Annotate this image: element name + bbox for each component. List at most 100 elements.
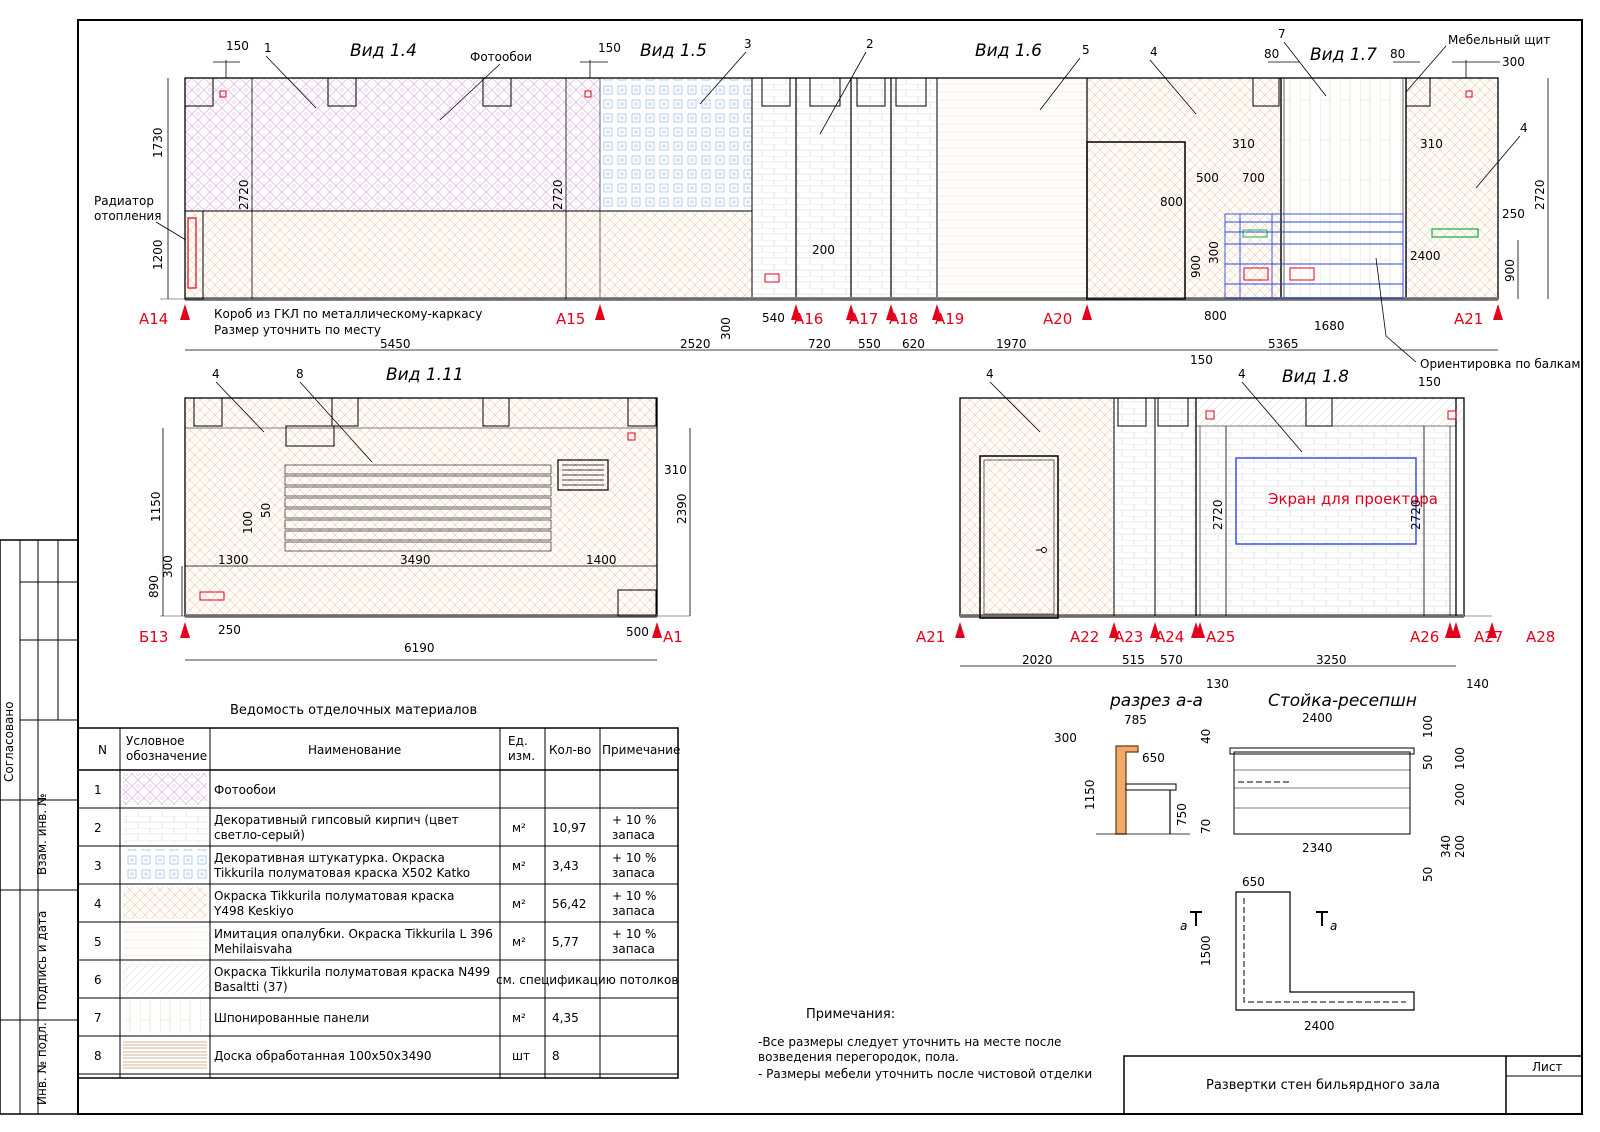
dim-2020: 2020 xyxy=(1022,653,1053,667)
dim-570: 570 xyxy=(1160,653,1183,667)
socket-box xyxy=(627,432,636,441)
switch-block xyxy=(1431,228,1479,238)
door xyxy=(979,455,1059,619)
section-mark-a: а xyxy=(1180,919,1187,933)
dim-50: 50 xyxy=(1421,755,1435,770)
dim-800: 800 xyxy=(1204,309,1227,323)
schedule-title: Ведомость отделочных материалов xyxy=(230,703,477,718)
schedule-cell-name-l1: Доска обработанная 100x50x3490 xyxy=(214,1049,432,1063)
schedule-cell-note-l1: + 10 % xyxy=(612,851,656,865)
schedule-cell-qty: 5,77 xyxy=(552,935,579,949)
axis-label: А22 xyxy=(1070,628,1099,646)
dim-70: 70 xyxy=(1199,819,1213,834)
dim-3490: 3490 xyxy=(400,553,431,567)
side-agreed-label: Согласовано xyxy=(2,701,16,782)
dim-50: 50 xyxy=(1421,867,1435,882)
dim-310: 310 xyxy=(1420,137,1443,151)
dim-300: 300 xyxy=(1502,55,1525,69)
schedule-cell-name-l2: Basaltti (37) xyxy=(214,980,288,994)
notes: Примечания: -Все размеры следует уточнит… xyxy=(758,1007,1092,1081)
dim-200: 200 xyxy=(1453,835,1467,858)
photowall-label: Фотообои xyxy=(470,50,532,64)
axis-arrow xyxy=(846,304,856,320)
elevation-1-11: Вид 1.11 4 8 1150 100 50 1300 3490 1400 … xyxy=(139,365,691,661)
section-a-a: разрез а-а 300 785 650 1150 750 xyxy=(1054,691,1203,835)
dim-900: 900 xyxy=(1189,255,1203,278)
schedule-cell-n: 1 xyxy=(94,783,102,797)
socket-box xyxy=(1447,410,1457,420)
dim-700: 700 xyxy=(1242,171,1265,185)
dim-200: 200 xyxy=(812,243,835,257)
schedule-cell-name-l2: Tikkurila полуматовая краска X502 Katko xyxy=(213,866,470,880)
socket-box xyxy=(219,90,227,98)
note-line-1: -Все размеры следует уточнить на месте п… xyxy=(758,1035,1061,1049)
axis-arrow xyxy=(932,304,942,320)
schedule-header: Наименование xyxy=(308,743,401,757)
schedule-cell-note-l2: запаса xyxy=(612,828,655,842)
radiator-label-2: отопления xyxy=(94,209,161,223)
dim-150: 150 xyxy=(1190,353,1213,367)
section-title: разрез а-а xyxy=(1109,691,1203,711)
dim-300: 300 xyxy=(719,317,733,340)
axis-arrow xyxy=(180,622,190,638)
furniture-panel-label: Мебельный щит xyxy=(1448,33,1550,47)
dim-150: 150 xyxy=(598,41,621,55)
dim-750: 750 xyxy=(1175,803,1189,826)
schedule-cell-name-l1: Окраска Tikkurila полуматовая краска xyxy=(214,889,454,903)
socket-box xyxy=(1465,90,1473,98)
finish-swatch xyxy=(123,1001,207,1033)
finish-photowall xyxy=(185,78,600,211)
dim-5450: 5450 xyxy=(380,337,411,351)
schedule-cell-note-l1: + 10 % xyxy=(612,813,656,827)
gkl-box-label: Короб из ГКЛ по металлическому-каркасу xyxy=(214,307,482,321)
size-onsite-label: Размер уточнить по месту xyxy=(214,323,381,337)
dim-2340: 2340 xyxy=(1302,841,1333,855)
schedule-header: Примечание xyxy=(602,743,680,757)
axis-label: А28 xyxy=(1526,628,1555,646)
dim-1150: 1150 xyxy=(149,491,163,522)
finish-swatch xyxy=(123,925,207,957)
callout-4: 4 xyxy=(986,367,994,381)
schedule-header: Ед. xyxy=(508,734,528,748)
dim-100: 100 xyxy=(1453,747,1467,770)
schedule-cell-name-l2: Mehilaisvaha xyxy=(214,942,292,956)
dim-1150: 1150 xyxy=(1083,779,1097,810)
schedule-cell-unit: м² xyxy=(512,935,526,949)
callout-1: 1 xyxy=(264,41,272,55)
schedule-cell-n: 2 xyxy=(94,821,102,835)
dim-1680: 1680 xyxy=(1314,319,1345,333)
callout-4: 4 xyxy=(1150,45,1158,59)
dim-2520: 2520 xyxy=(680,337,711,351)
dim-800: 800 xyxy=(1160,195,1183,209)
view-1-8-title: Вид 1.8 xyxy=(1282,367,1349,387)
schedule-cell-note-l2: запаса xyxy=(612,942,655,956)
view-1-6-title: Вид 1.6 xyxy=(975,41,1042,61)
socket-block xyxy=(199,591,225,601)
sheet-title: Развертки стен бильярдного зала xyxy=(1206,1078,1440,1093)
dim-310: 310 xyxy=(664,463,687,477)
schedule-cell-note-l2: запаса xyxy=(612,904,655,918)
callout-5: 5 xyxy=(1082,43,1090,57)
note-line-3: - Размеры мебели уточнить после чистовой… xyxy=(758,1067,1092,1081)
side-replace-label: Взам. инв. № xyxy=(35,794,49,875)
axis-label: Б13 xyxy=(139,628,168,646)
schedule-cell-name-l1: Шпонированные панели xyxy=(214,1011,369,1025)
schedule-cell-name-l2: светло-серый) xyxy=(214,828,305,842)
axis-arrow xyxy=(1082,304,1092,320)
schedule-cell-qty: 4,35 xyxy=(552,1011,579,1025)
axis-label: А18 xyxy=(889,310,918,328)
elevation-top: Вид 1.4 Вид 1.5 Вид 1.6 Вид 1.7 1 3 2 5 … xyxy=(94,27,1580,371)
dim-80: 80 xyxy=(1390,47,1405,61)
dim-150: 150 xyxy=(226,39,249,53)
dim-6190: 6190 xyxy=(404,641,435,655)
axis-arrow xyxy=(955,622,965,638)
axis-arrow xyxy=(1195,622,1205,638)
schedule-cell-name-l1: Декоративный гипсовый кирпич (цвет xyxy=(214,813,459,827)
axis-markers-1-8: А21А22А23А24А25А26А27А28 xyxy=(916,622,1555,646)
axis-arrow xyxy=(1150,622,1160,638)
dim-2400: 2400 xyxy=(1304,1019,1335,1033)
schedule-header: N xyxy=(98,743,107,757)
schedule-cell-unit: шт xyxy=(512,1049,530,1063)
dim-5365: 5365 xyxy=(1268,337,1299,351)
